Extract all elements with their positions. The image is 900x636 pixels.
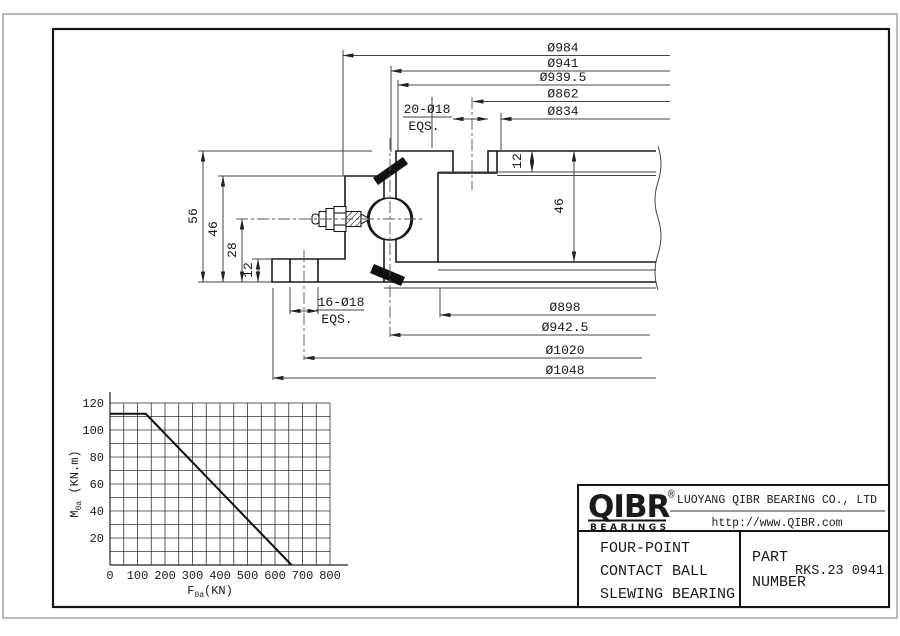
dim-942-5: Ø942.5 — [542, 320, 589, 335]
y-tick-40: 40 — [90, 505, 104, 519]
company-website: http://www.QIBR.com — [711, 517, 842, 530]
dim-939-5: Ø939.5 — [540, 70, 587, 85]
title-block-border — [577, 484, 890, 608]
part-number-value: RKS.23 0941 — [795, 564, 884, 579]
dim-height-56: 56 — [186, 208, 201, 224]
dim-898: Ø898 — [549, 300, 580, 315]
centerlines — [236, 97, 473, 360]
brand-sub-text: BEARINGS — [590, 523, 670, 533]
part-name-line1: FOUR-POINT — [600, 540, 690, 557]
chart-x-tick-labels: 0 100 200 300 400 500 600 700 800 — [106, 569, 340, 583]
dimension-lines — [200, 53, 670, 381]
chart-gridlines — [110, 403, 330, 565]
x-tick-300: 300 — [182, 569, 204, 583]
chart-x-axis-title: F0a(KN) — [187, 584, 233, 600]
dim-941: Ø941 — [547, 56, 578, 71]
dim-height-46-right: 46 — [552, 198, 567, 214]
part-label-line2: NUMBER — [752, 574, 806, 591]
brand-logo: QIBR ® BEARINGS — [588, 489, 675, 533]
x-tick-800: 800 — [319, 569, 341, 583]
dim-od-1048: Ø1048 — [545, 363, 584, 378]
dim-bottom-holes: 16-Ø18 — [318, 295, 365, 310]
company-name: LUOYANG QIBR BEARING CO., LTD — [677, 494, 877, 507]
dim-top-holes-note: EQS. — [408, 119, 439, 134]
y-tick-120: 120 — [82, 397, 104, 411]
x-tick-600: 600 — [264, 569, 286, 583]
dim-height-46-left: 46 — [206, 221, 221, 237]
x-tick-500: 500 — [237, 569, 259, 583]
seal-bottom — [370, 264, 405, 286]
chart-y-axis-title: M0a (KN.m) — [68, 450, 84, 517]
brand-logo-text: QIBR — [588, 489, 671, 525]
x-tick-0: 0 — [106, 569, 113, 583]
part-name: FOUR-POINT CONTACT BALL SLEWING BEARING — [600, 540, 735, 603]
y-tick-60: 60 — [90, 478, 104, 492]
break-line — [654, 145, 662, 291]
dim-height-28: 28 — [225, 242, 240, 258]
title-block: QIBR ® BEARINGS LUOYANG QIBR BEARING CO.… — [577, 484, 890, 608]
part-label-line1: PART — [752, 549, 788, 566]
chart-y-tick-labels: 20 40 60 80 100 120 — [82, 397, 104, 546]
sheet-borders — [2, 13, 898, 619]
dim-height-12-right: 12 — [510, 153, 525, 169]
x-tick-100: 100 — [127, 569, 149, 583]
dim-862: Ø862 — [547, 87, 578, 102]
dimension-labels: Ø984 Ø941 Ø939.5 Ø862 Ø834 20-Ø18 EQS. Ø… — [186, 41, 588, 379]
y-tick-20: 20 — [90, 532, 104, 546]
dim-834: Ø834 — [547, 104, 578, 119]
dim-top-holes: 20-Ø18 — [404, 102, 451, 117]
x-tick-200: 200 — [154, 569, 176, 583]
dim-bottom-holes-note: EQS. — [321, 312, 352, 327]
load-limit-chart: 0 100 200 300 400 500 600 700 800 20 40 … — [68, 392, 348, 600]
registered-mark: ® — [668, 490, 675, 502]
ring-continuation-lines — [384, 145, 662, 291]
part-name-line3: SLEWING BEARING — [600, 586, 735, 603]
dim-od-984: Ø984 — [547, 41, 578, 56]
y-tick-80: 80 — [90, 451, 104, 465]
bearing-cross-section: Ø984 Ø941 Ø939.5 Ø862 Ø834 20-Ø18 EQS. Ø… — [186, 41, 670, 381]
dim-height-12-left: 12 — [241, 262, 256, 278]
outer-ring-far-wall — [487, 150, 498, 174]
x-tick-700: 700 — [292, 569, 314, 583]
part-name-line2: CONTACT BALL — [600, 563, 708, 580]
dim-1020: Ø1020 — [545, 343, 584, 358]
part-number-cell: PART NUMBER RKS.23 0941 — [752, 549, 884, 591]
extension-lines — [198, 50, 502, 380]
y-tick-100: 100 — [82, 424, 104, 438]
seal-top — [373, 157, 408, 185]
x-tick-400: 400 — [209, 569, 231, 583]
flange-bolt-hole — [291, 260, 317, 281]
load-curve-line — [110, 412, 293, 566]
